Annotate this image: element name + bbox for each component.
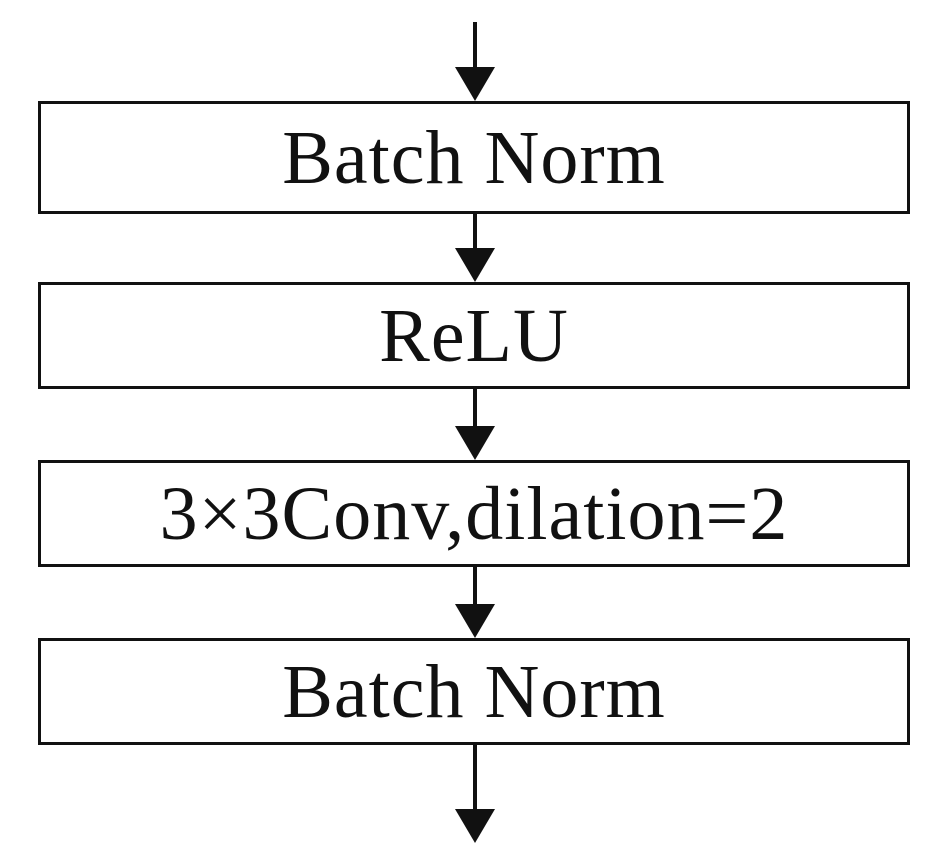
- flow-arrow-1: [455, 214, 495, 282]
- arrow-head-down-icon: [455, 67, 495, 101]
- flow-arrow-3: [455, 567, 495, 638]
- dilated-conv-block: 3×3Conv,dilation=2: [38, 460, 910, 567]
- arrow-head-down-icon: [455, 426, 495, 460]
- batch-norm-block-1: Batch Norm: [38, 101, 910, 214]
- batch-norm-label-2: Batch Norm: [282, 649, 666, 734]
- arrow-shaft: [473, 389, 477, 432]
- arrow-shaft: [473, 745, 477, 815]
- arrow-shaft: [473, 22, 477, 72]
- batch-norm-label-1: Batch Norm: [282, 115, 666, 200]
- arrow-head-down-icon: [455, 809, 495, 843]
- arrow-head-down-icon: [455, 248, 495, 282]
- relu-block: ReLU: [38, 282, 910, 389]
- flow-arrow-2: [455, 389, 495, 460]
- arrow-shaft: [473, 214, 477, 254]
- dilated-conv-label: 3×3Conv,dilation=2: [159, 471, 789, 556]
- input-arrow: [455, 22, 495, 101]
- batch-norm-block-2: Batch Norm: [38, 638, 910, 745]
- arrow-shaft: [473, 567, 477, 610]
- arrow-head-down-icon: [455, 604, 495, 638]
- relu-label: ReLU: [379, 293, 569, 378]
- output-arrow: [455, 745, 495, 843]
